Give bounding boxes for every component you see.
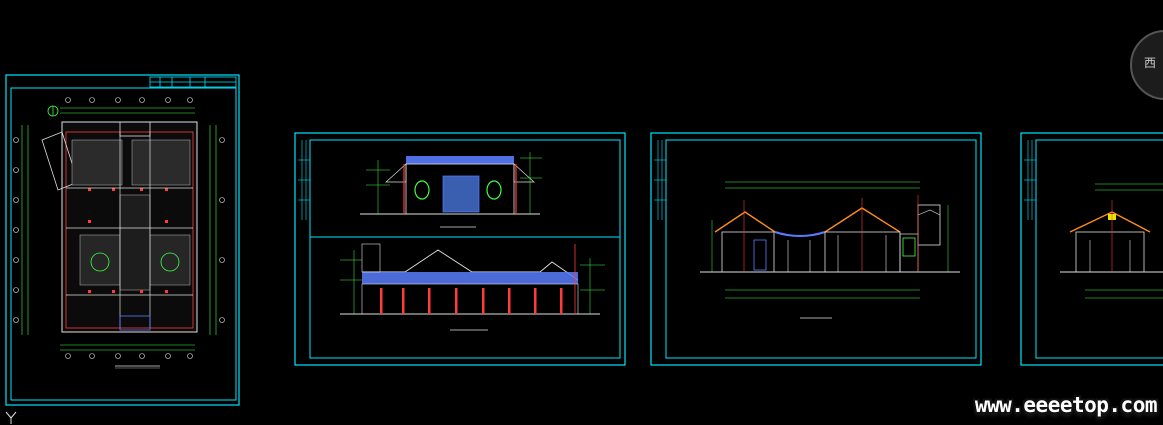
title-block [149,76,237,88]
sheet-floor-plan[interactable] [5,74,240,406]
sheet-partial[interactable] [1020,132,1163,366]
sheet-elevations[interactable] [294,132,626,366]
elevation-side [360,152,542,228]
grid-bubbles [13,97,225,359]
sheet-border [5,74,240,406]
sheet-inner-border [309,139,621,359]
elevation-front [340,243,605,331]
sheet-border [650,132,982,366]
title-block [1024,140,1036,220]
sheet-inner-border [665,139,977,359]
watermark-text: www.eeeetop.com [974,393,1158,417]
section-building [700,195,960,273]
sheet-border [1020,132,1163,366]
sheet-border [294,132,626,366]
sheet-section[interactable] [650,132,982,366]
north-arrow-icon [47,105,59,117]
plan-dimensions [21,107,217,351]
title-block [298,140,310,220]
partial-building [1060,183,1163,299]
title-block [654,140,666,220]
plan-caption [115,365,160,369]
plan-building [41,121,198,333]
sheet-inner-border [10,87,237,401]
section-dimensions [711,181,949,299]
ucs-axis-icon [5,411,17,424]
sheet-inner-border [1035,139,1163,359]
viewcube-direction-label[interactable]: 西 [1144,56,1157,70]
